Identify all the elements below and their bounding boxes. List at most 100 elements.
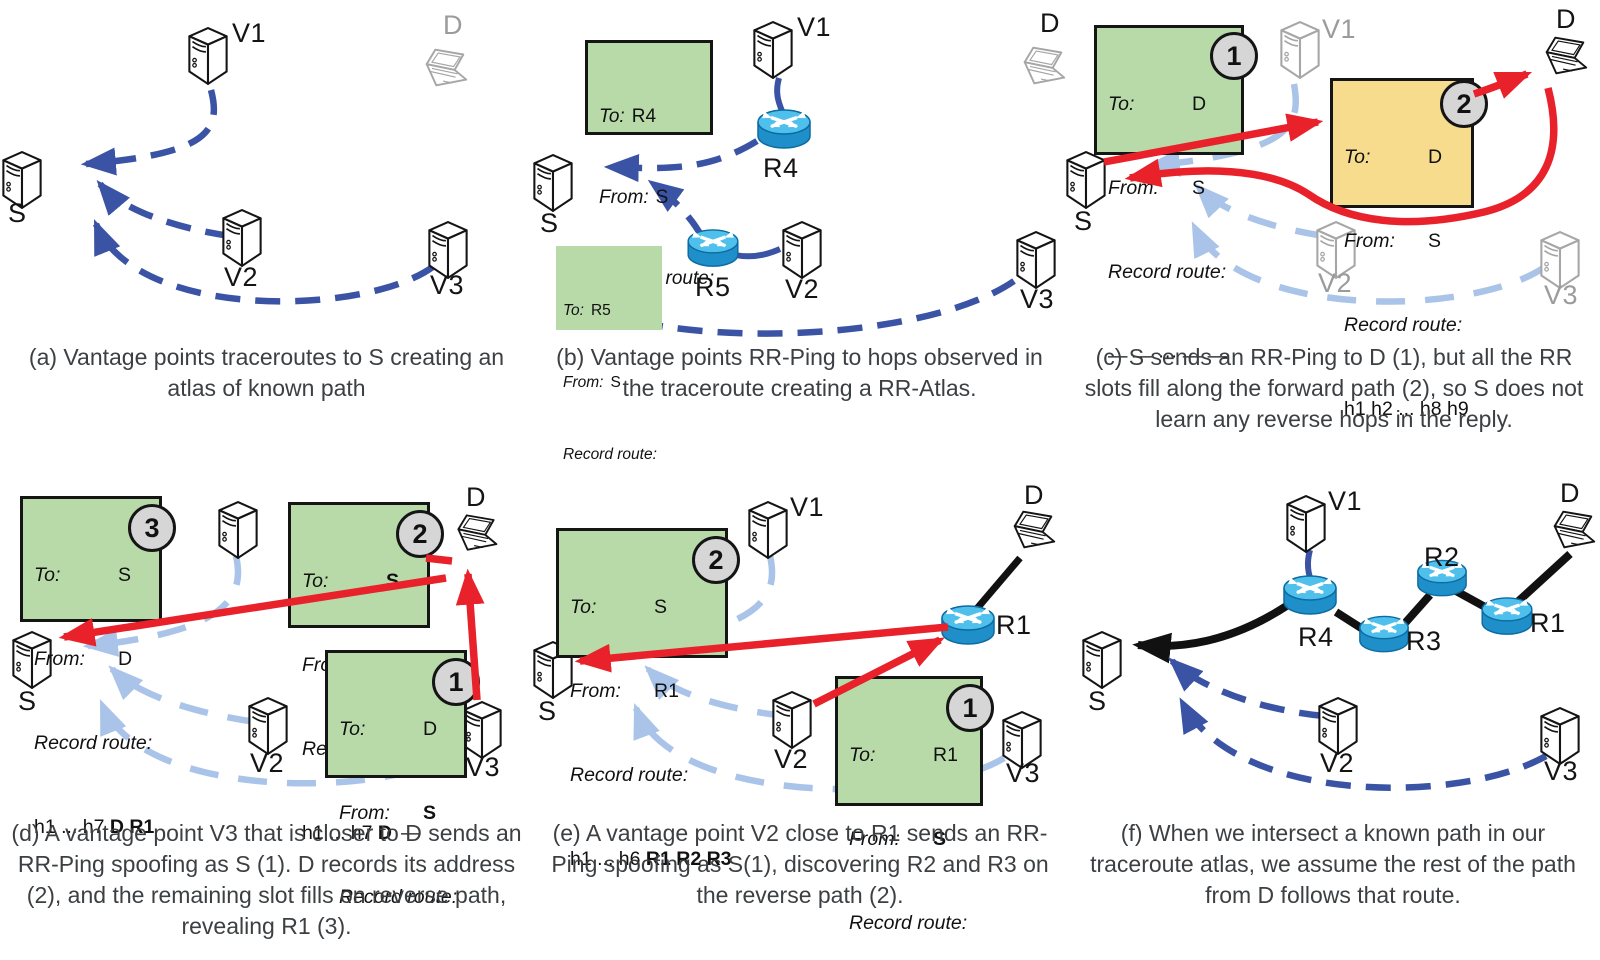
packet-from-label: From: [1108, 177, 1159, 199]
node-label-f-r4: R4 [1298, 622, 1334, 652]
packet-to-value: S [118, 564, 132, 586]
node-label-b-v2: V2 [785, 274, 820, 304]
node-label-a-s: S [8, 198, 27, 228]
packet-b-to-r5: To: R5 From: S Record route: [556, 246, 662, 463]
server-icon-d-v2 [248, 697, 288, 755]
node-label-e-v1: V1 [790, 492, 825, 522]
packet-to-label: To: [1344, 146, 1371, 168]
laptop-icon-a-d [425, 48, 468, 87]
laptop-icon-e-d [1013, 510, 1056, 549]
laptop-icon-d-d [457, 514, 498, 551]
server-icon-b-v3 [1016, 231, 1056, 289]
packet-rr-slots: — — ··· — — [1108, 345, 1228, 367]
caption-panel-e: (e) A vantage point V2 close to R1 sends… [551, 820, 1049, 908]
packet-rr-label: Record route: [1108, 261, 1227, 283]
node-label-c-v2: V2 [1318, 268, 1353, 298]
node-label-b-d: D [1040, 8, 1060, 38]
server-icon-e-v1 [748, 501, 788, 559]
step-badge-2: 2 [396, 510, 444, 558]
packet-from-value: S [1428, 230, 1442, 252]
node-label-d-s: S [18, 686, 37, 716]
packet-from-value: S [423, 802, 437, 824]
packet-rr-label: Record route: [34, 732, 153, 754]
node-label-e-v2: V2 [774, 744, 809, 774]
node-label-f-r3: R3 [1406, 626, 1442, 656]
node-label-b-v3: V3 [1020, 284, 1055, 314]
step-badge-3: 3 [128, 504, 176, 552]
packet-to-label: To: [34, 564, 61, 586]
server-icon-d-v3 [462, 701, 502, 759]
panel-a-traceroute-paths [80, 89, 436, 305]
server-icon-b-s [533, 154, 573, 212]
packet-rr-hops: h1 ... h6 R1 R2 R3 [570, 848, 732, 870]
packet-from-value: S [655, 187, 669, 208]
packet-to-label: To: [570, 596, 597, 618]
caption-panel-d: (d) A vantage point V3 that is closer to… [11, 820, 522, 939]
server-icon-b-v1 [753, 21, 793, 79]
server-icon-b-v2 [782, 221, 822, 279]
step-badge-1: 1 [946, 684, 994, 732]
packet-to-value: S [386, 570, 400, 592]
packet-from-value: S [610, 374, 621, 391]
packet-rr-label: Record route: [1344, 314, 1463, 336]
packet-from-value: S [933, 828, 947, 850]
laptop-icon-c-d [1545, 36, 1588, 75]
packet-rr-hops: h1 h2 ... h8 h9 [1344, 398, 1469, 420]
router-icon-f-r4 [1284, 576, 1336, 614]
caption-panel-c: (c) S sends an RR-Ping to D (1), but all… [1084, 344, 1584, 432]
packet-to-label: To: [599, 106, 625, 127]
packet-rr-hops: h1 ... h7 D R1 [34, 816, 155, 838]
server-icon-f-v2 [1318, 697, 1358, 755]
node-label-c-d: D [1556, 4, 1576, 34]
node-label-f-s: S [1088, 686, 1107, 716]
node-label-e-v3: V3 [1006, 758, 1041, 788]
packet-from-label: From: [570, 680, 621, 702]
packet-rr-label: Record route: [563, 446, 657, 463]
packet-to-value: R1 [933, 744, 958, 766]
caption-panel-a: (a) Vantage points traceroutes to S crea… [28, 344, 505, 401]
node-label-c-v1: V1 [1322, 14, 1357, 44]
server-icon-e-v2 [772, 691, 812, 749]
packet-to-value: R5 [590, 302, 611, 319]
node-label-f-v2: V2 [1320, 748, 1355, 778]
node-label-f-r1: R1 [1530, 608, 1566, 638]
node-label-c-v3: V3 [1544, 280, 1579, 310]
step-badge-1: 1 [1210, 32, 1258, 80]
node-label-d-d: D [466, 482, 486, 512]
node-label-d-v2: V2 [250, 748, 285, 778]
server-icon-f-v1 [1286, 495, 1326, 553]
caption-panel-b: (b) Vantage points RR-Ping to hops obser… [556, 344, 1043, 401]
node-label-a-d: D [443, 10, 463, 40]
server-icon-c-v1 [1280, 21, 1320, 79]
packet-to-value: D [1428, 146, 1443, 168]
node-label-c-s: S [1074, 206, 1093, 236]
node-label-a-v1: V1 [232, 18, 267, 48]
router-icon-e-r1 [942, 606, 994, 644]
node-label-b-r4: R4 [763, 153, 799, 183]
router-icon-b-r4 [758, 110, 810, 148]
node-label-f-v1: V1 [1328, 486, 1363, 516]
server-icon-f-s [1082, 631, 1122, 689]
packet-to-label: To: [302, 570, 329, 592]
step-badge-1: 1 [432, 658, 480, 706]
node-label-b-s: S [540, 208, 559, 238]
router-icon-f-r1 [1482, 598, 1532, 634]
server-icon-a-v1 [188, 27, 228, 85]
step-badge-2: 2 [1440, 80, 1488, 128]
step-badge-2: 2 [692, 536, 740, 584]
packet-from-label: From: [563, 374, 604, 391]
packet-from-value: D [118, 648, 133, 670]
packet-rr-label: Record route: [570, 764, 689, 786]
packet-to-label: To: [1108, 93, 1135, 115]
laptop-icon-f-d [1553, 510, 1596, 549]
laptop-icon-b-d [1023, 46, 1066, 85]
packet-from-value: S [1192, 177, 1206, 199]
packet-to-value: D [423, 718, 438, 740]
node-label-b-v1: V1 [797, 12, 832, 42]
node-label-a-v2: V2 [224, 262, 259, 292]
packet-to-label: To: [563, 302, 584, 319]
packet-to-value: S [654, 596, 668, 618]
packet-from-label: From: [1344, 230, 1395, 252]
node-label-d-v3: V3 [466, 752, 501, 782]
packet-from-value: R1 [654, 680, 679, 702]
